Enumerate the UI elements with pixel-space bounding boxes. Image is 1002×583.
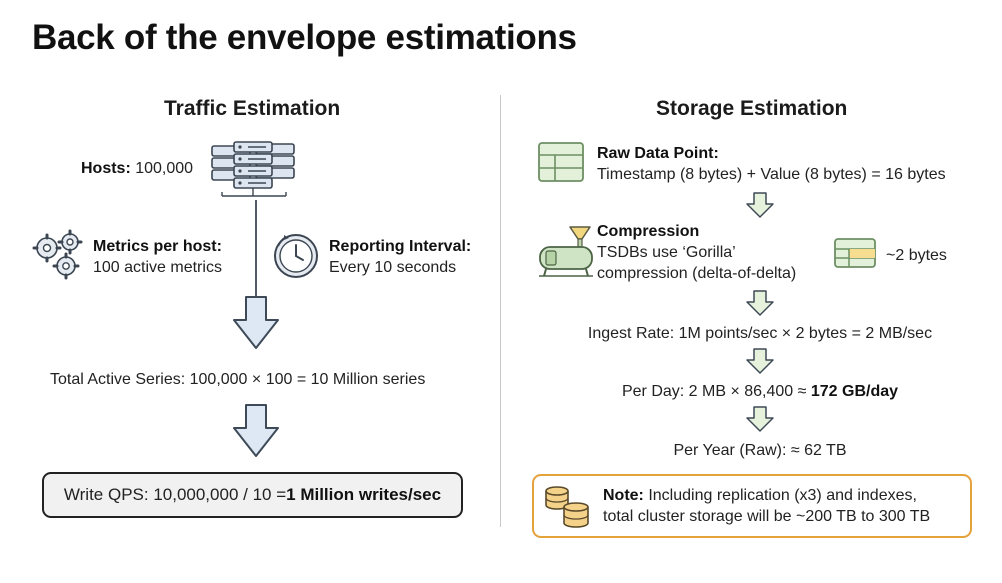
- database-icon: [545, 486, 589, 528]
- per-day-text: Per Day: 2 MB × 86,400 ≈ 172 GB/day: [540, 381, 980, 402]
- qps-prefix: Write QPS: 10,000,000 / 10 =: [63, 485, 287, 504]
- compression-line2: compression (delta-of-delta): [597, 265, 797, 282]
- compression-label: Compression: [597, 223, 700, 240]
- down-arrow-icon: [746, 290, 774, 316]
- page-title: Back of the envelope estimations: [32, 18, 577, 57]
- note-line2: total cluster storage will be ~200 TB to…: [603, 508, 931, 525]
- down-arrow-icon: [233, 296, 279, 349]
- down-arrow-icon: [233, 404, 279, 457]
- note-text: Note: Including replication (x3) and ind…: [603, 485, 930, 527]
- compression-block: Compression TSDBs use ‘Gorilla’ compress…: [597, 221, 796, 284]
- metrics-value: 100 active metrics: [93, 259, 222, 276]
- interval-value: Every 10 seconds: [329, 259, 457, 276]
- note-label: Note:: [603, 487, 644, 504]
- table-icon: [834, 238, 876, 268]
- metrics-label: Metrics per host:: [93, 238, 222, 255]
- interval-block: Reporting Interval: Every 10 seconds: [329, 236, 471, 278]
- traffic-heading: Traffic Estimation: [164, 97, 341, 120]
- connector-line: [255, 200, 257, 300]
- per-year-text: Per Year (Raw): ≈ 62 TB: [673, 442, 847, 459]
- raw-value: Timestamp (8 bytes) + Value (8 bytes) = …: [597, 166, 946, 183]
- gears-icon: [32, 229, 83, 280]
- compressor-icon: [539, 226, 593, 277]
- hosts-text: Hosts: 100,000: [81, 158, 193, 179]
- note-line1: Including replication (x3) and indexes,: [643, 487, 917, 504]
- compression-line1: TSDBs use ‘Gorilla’: [597, 244, 736, 261]
- raw-data-block: Raw Data Point: Timestamp (8 bytes) + Va…: [597, 143, 946, 185]
- compressed-size: ~2 bytes: [886, 247, 947, 264]
- metrics-block: Metrics per host: 100 active metrics: [93, 236, 222, 278]
- total-series-text: Total Active Series: 100,000 × 100 = 10 …: [50, 371, 426, 388]
- column-divider: [500, 95, 501, 527]
- per-day-result: 172 GB/day: [810, 383, 899, 400]
- hosts-value: 100,000: [130, 160, 194, 177]
- server-rack-icon: [211, 141, 295, 197]
- down-arrow-icon: [746, 406, 774, 432]
- down-arrow-icon: [746, 192, 774, 218]
- write-qps-box: Write QPS: 10,000,000 / 10 = 1 Million w…: [42, 472, 463, 518]
- raw-label: Raw Data Point:: [597, 145, 719, 162]
- down-arrow-icon: [746, 348, 774, 374]
- qps-result: 1 Million writes/sec: [286, 485, 442, 504]
- per-day-prefix: Per Day: 2 MB × 86,400 ≈: [621, 383, 811, 400]
- interval-label: Reporting Interval:: [329, 238, 472, 255]
- ingest-rate-text: Ingest Rate: 1M points/sec × 2 bytes = 2…: [587, 325, 933, 342]
- note-box: [532, 474, 972, 538]
- table-icon: [538, 142, 584, 182]
- storage-heading: Storage Estimation: [656, 97, 848, 120]
- clock-icon: [274, 234, 318, 278]
- hosts-label: Hosts:: [81, 160, 131, 177]
